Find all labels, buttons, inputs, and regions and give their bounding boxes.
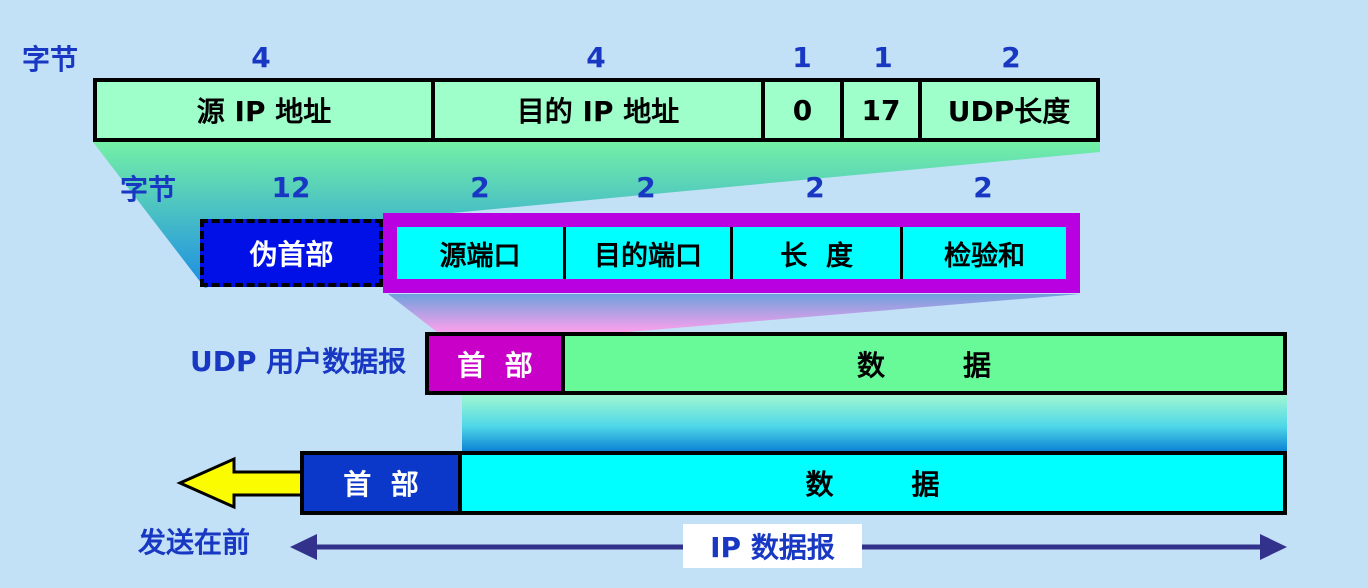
source-ip-cell: 源 IP 地址 bbox=[196, 95, 332, 128]
row2-bytes-label: 字节 bbox=[120, 173, 177, 206]
row2-size-dst-port: 2 bbox=[636, 171, 656, 204]
row1-size-dst-ip: 4 bbox=[586, 41, 606, 74]
row1-to-row2-connector bbox=[93, 142, 1100, 288]
udp-datagram-header-box: 首 部 bbox=[425, 332, 565, 395]
udp-header-frame: 源端口 目的端口 长 度 检验和 bbox=[383, 213, 1080, 293]
dest-ip-cell: 目的 IP 地址 bbox=[431, 82, 761, 138]
ip-datagram-header-box: 首 部 bbox=[300, 451, 462, 515]
udp-datagram-data-box: 数 据 bbox=[561, 332, 1287, 395]
source-port-cell: 源端口 bbox=[439, 240, 521, 272]
row2-size-src-port: 2 bbox=[470, 171, 490, 204]
dest-port-cell: 目的端口 bbox=[562, 227, 730, 279]
send-first-label: 发送在前 bbox=[138, 526, 251, 559]
row1-bytes-label: 字节 bbox=[22, 43, 79, 76]
row1-size-src-ip: 4 bbox=[251, 41, 271, 74]
ip-datagram-span-label: IP 数据报 bbox=[683, 524, 862, 568]
udp-datagram-label: UDP 用户数据报 bbox=[190, 345, 407, 378]
left-arrow-icon bbox=[176, 456, 304, 510]
pseudo-header-box: 伪首部 bbox=[200, 219, 383, 287]
zero-cell: 0 bbox=[761, 82, 840, 138]
row2-size-pseudo: 12 bbox=[271, 171, 311, 204]
udp-length-cell: UDP长度 bbox=[918, 82, 1096, 138]
udp-header-cells: 源端口 目的端口 长 度 检验和 bbox=[397, 227, 1066, 279]
row2-size-length: 2 bbox=[805, 171, 825, 204]
row1-size-zero: 1 bbox=[792, 41, 812, 74]
row1-size-udp-len: 2 bbox=[1001, 41, 1021, 74]
checksum-cell: 检验和 bbox=[900, 227, 1066, 279]
row3-to-row4-connector bbox=[462, 394, 1287, 452]
protocol-17-cell: 17 bbox=[840, 82, 918, 138]
length-cell: 长 度 bbox=[730, 227, 900, 279]
row1-size-proto: 1 bbox=[873, 41, 893, 74]
row2-to-row3-connector bbox=[388, 294, 1080, 332]
ip-datagram-data-box: 数 据 bbox=[458, 451, 1287, 515]
row2-size-checksum: 2 bbox=[973, 171, 993, 204]
pseudo-header-field-row: 源 IP 地址 目的 IP 地址 0 17 UDP长度 bbox=[93, 78, 1100, 142]
